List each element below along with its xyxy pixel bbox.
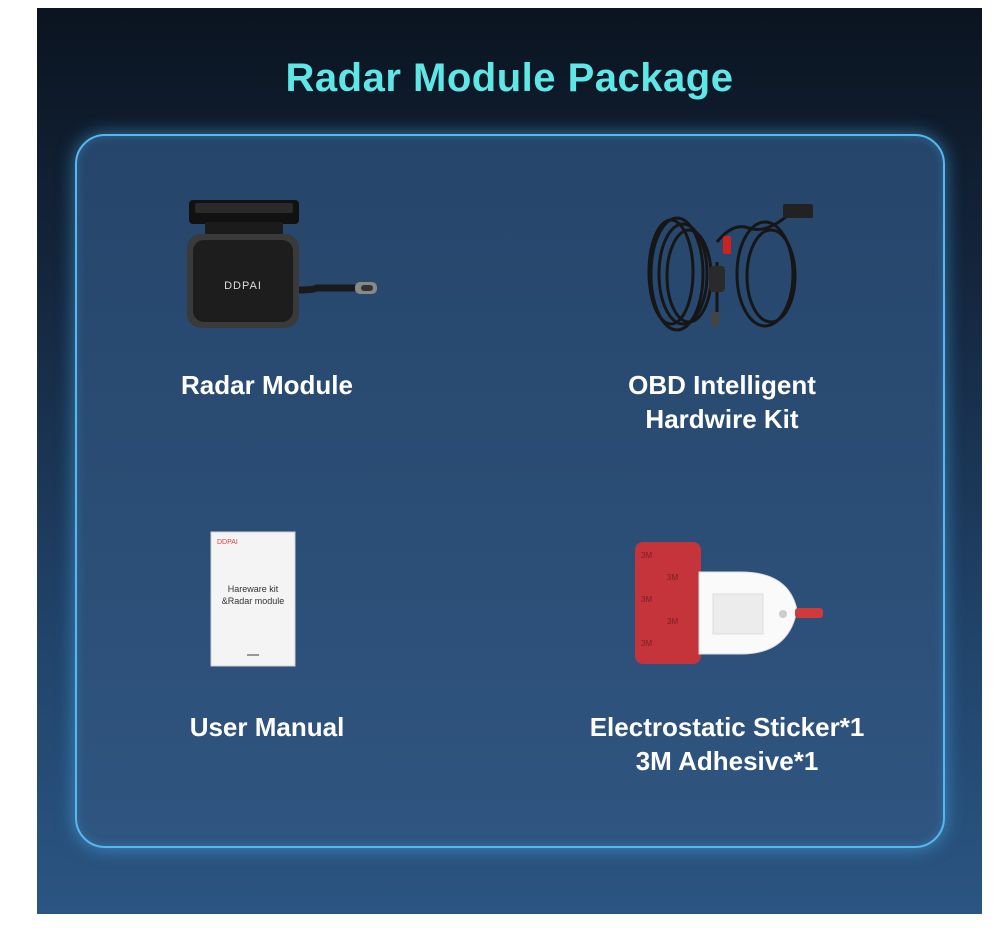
user-manual-label: User Manual (189, 712, 345, 742)
adhesive-sticker-icon: 3M 3M 3M 3M 3M (633, 536, 833, 675)
page-title: Radar Module Package (285, 56, 734, 100)
radar-module-icon: DDPAI (185, 198, 385, 338)
sticker-adhesive-label: Electrostatic Sticker*1 3M Adhesive*1 (589, 712, 865, 776)
package-banner: Radar Module Package DDPAI Radar Module (37, 8, 982, 914)
svg-text:3M: 3M (667, 617, 678, 626)
svg-text:3M: 3M (641, 595, 652, 604)
user-manual-icon: DDPAI Hareware kit &Radar module (209, 530, 299, 673)
svg-text:Hareware kit: Hareware kit (228, 584, 279, 594)
svg-text:DDPAI: DDPAI (224, 280, 262, 292)
hardwire-kit-label: OBD Intelligent Hardwire Kit (628, 370, 816, 434)
package-contents-panel: DDPAI Radar Module (75, 134, 945, 848)
radar-module-label: Radar Module (181, 370, 353, 400)
svg-text:DDPAI: DDPAI (217, 539, 238, 546)
svg-text:3M: 3M (641, 551, 652, 560)
svg-text:3M: 3M (641, 639, 652, 648)
svg-text:3M: 3M (667, 573, 678, 582)
svg-text:&Radar module: &Radar module (222, 596, 285, 606)
hardwire-cable-icon (637, 202, 817, 343)
